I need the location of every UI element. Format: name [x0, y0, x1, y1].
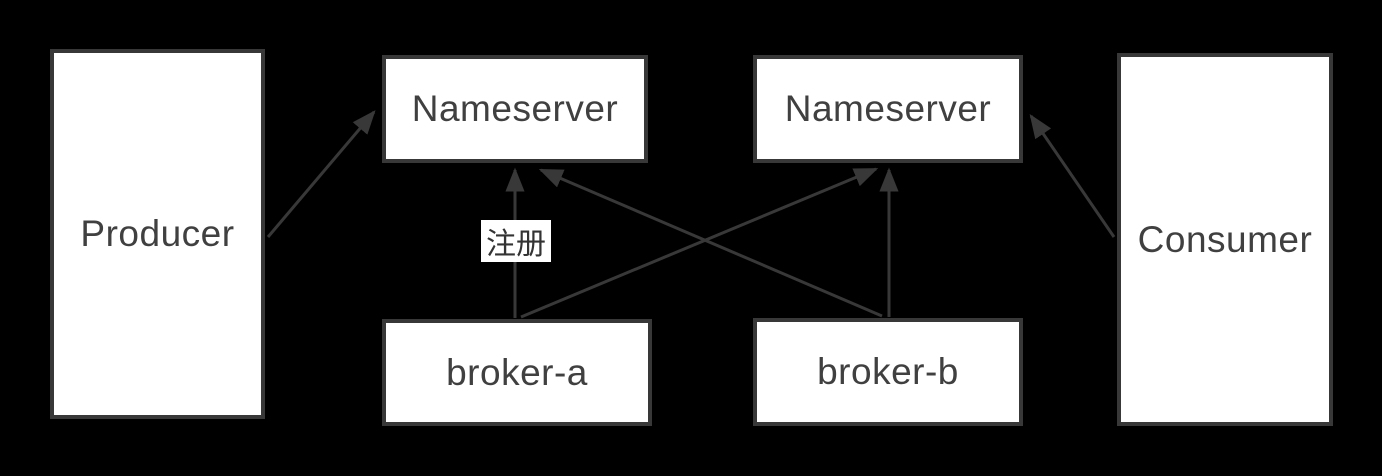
arrow-consumer-to-right-nameserver [1029, 114, 1116, 238]
node-producer-label: Producer [80, 213, 235, 254]
node-consumer: Consumer [1117, 53, 1333, 426]
register-edge-label-text: 注册 [486, 228, 546, 261]
node-producer: Producer [50, 49, 265, 419]
register-edge-label: 注册 [481, 220, 551, 262]
node-nameserver-left: Nameserver [382, 55, 648, 163]
node-broker-a: broker-a [382, 319, 652, 426]
arrow-producer-to-left-nameserver [266, 110, 376, 238]
node-consumer-label: Consumer [1137, 218, 1313, 260]
node-nameserver-left-label: Nameserver [411, 88, 619, 129]
node-nameserver-right-label: Nameserver [784, 88, 992, 129]
node-broker-b-label: broker-b [817, 351, 959, 392]
node-broker-b: broker-b [753, 318, 1023, 426]
arrow-broker-a-to-right-nameserver [520, 167, 879, 319]
node-broker-a-label: broker-a [446, 351, 588, 393]
arrow-broker-b-to-left-nameserver [538, 168, 883, 318]
node-nameserver-right: Nameserver [753, 55, 1023, 163]
